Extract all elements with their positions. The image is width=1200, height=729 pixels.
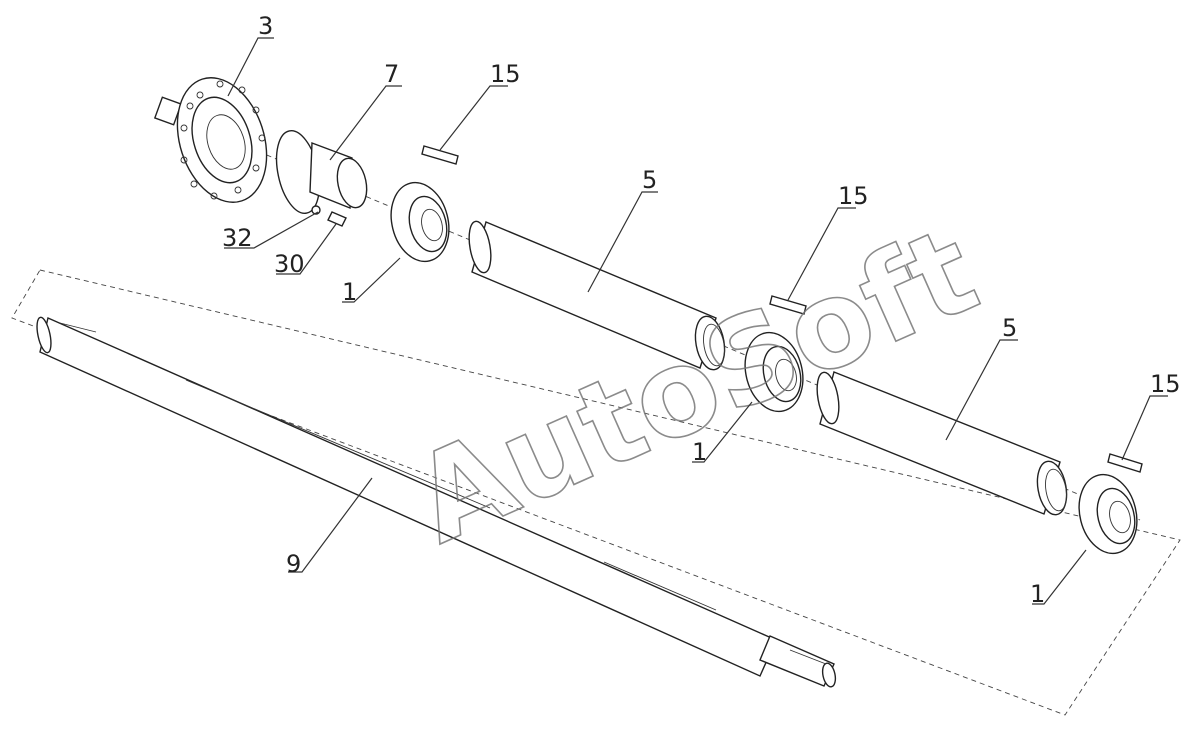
callout-5-second: 5 — [1002, 314, 1017, 342]
leader-lines — [224, 37, 1168, 605]
key-part-c — [1107, 453, 1143, 473]
sprocket-part-b — [744, 331, 804, 413]
callout-3: 3 — [258, 12, 273, 40]
callout-5-first: 5 — [642, 166, 657, 194]
callout-9: 9 — [286, 550, 301, 578]
callout-30: 30 — [274, 250, 305, 278]
key-part-a — [421, 145, 459, 165]
shaft-part — [36, 316, 837, 688]
callout-15-top: 15 — [490, 60, 521, 88]
spacer-tube-part-a — [468, 220, 726, 371]
callout-1-first: 1 — [342, 278, 357, 306]
callout-1-second: 1 — [692, 438, 707, 466]
callout-15-middle: 15 — [838, 182, 869, 210]
spacer-tube-part-b — [816, 371, 1068, 516]
callout-32: 32 — [222, 224, 253, 252]
key-part-b — [769, 295, 807, 315]
bolt-part — [327, 211, 347, 227]
bearing-housing-part — [153, 77, 268, 203]
sprocket-part-a — [390, 181, 450, 263]
callout-1-third: 1 — [1030, 580, 1045, 608]
flanged-sleeve-part — [275, 130, 368, 214]
callout-15-right: 15 — [1150, 370, 1181, 398]
sprocket-part-c — [1078, 473, 1138, 555]
assembly-boundary — [11, 269, 1181, 716]
callout-7: 7 — [384, 60, 399, 88]
